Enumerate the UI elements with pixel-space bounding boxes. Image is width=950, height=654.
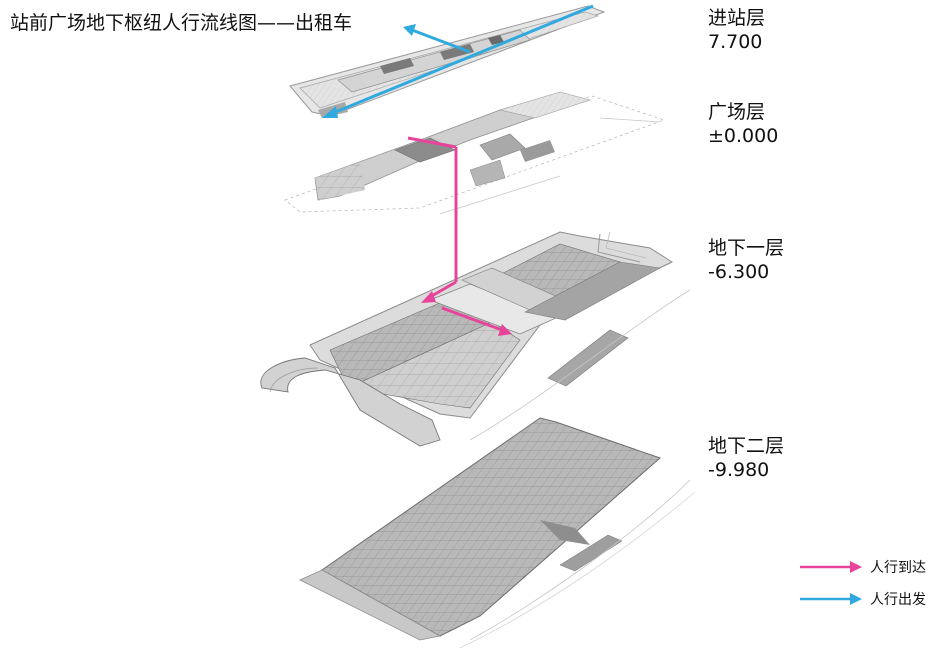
legend-item-arrival: 人行到达 [800,556,945,578]
legend-item-departure: 人行出发 [800,588,945,610]
level-slab-b2 [299,417,696,649]
level-label-concourse: 进站层 7.700 [708,6,765,54]
arrow-right-icon [800,561,862,573]
level-name: 进站层 [708,7,766,29]
legend-label: 人行出发 [870,592,926,608]
legend-label: 人行到达 [870,560,926,576]
level-slab-b1 [260,231,691,447]
level-elevation: 7.700 [708,31,763,53]
level-label-plaza: 广场层 ±0.000 [708,100,778,148]
level-name: 广场层 [708,101,766,123]
level-label-b1: 地下一层 -6.300 [708,236,784,284]
level-elevation: -9.980 [708,459,770,481]
level-name: 地下一层 [708,237,785,259]
level-elevation: ±0.000 [708,125,779,147]
arrival-flow [407,136,512,336]
level-label-b2: 地下二层 -9.980 [708,434,784,482]
arrow-right-icon [800,593,862,605]
diagram-title: 站前广场地下枢纽人行流线图——出租车 [10,12,353,34]
level-elevation: -6.300 [708,261,770,283]
departure-flow [322,4,594,118]
level-name: 地下二层 [708,435,785,457]
